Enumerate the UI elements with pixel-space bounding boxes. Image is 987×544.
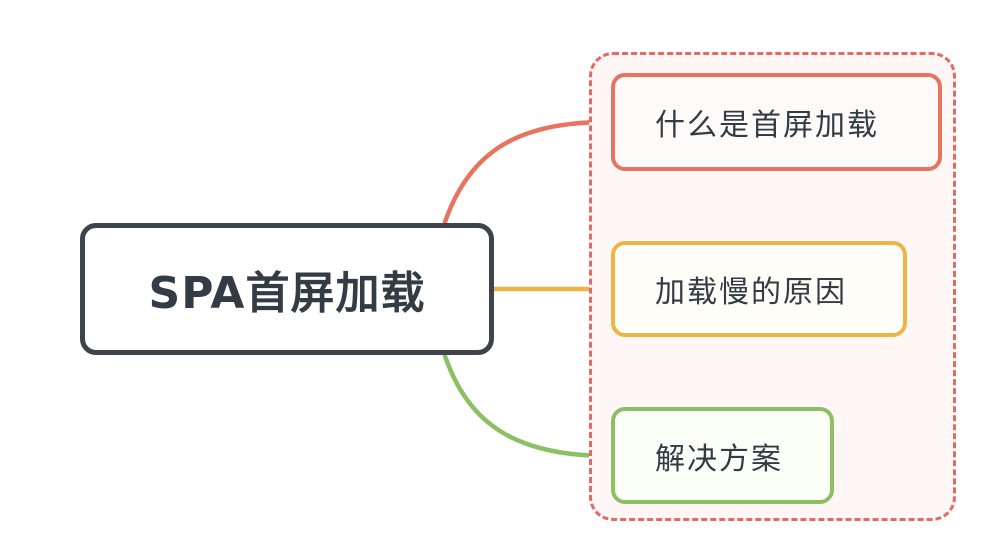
child-node-3-label: 解决方案 bbox=[655, 441, 783, 477]
connector-to-child-1 bbox=[442, 119, 614, 225]
connector-to-child-3 bbox=[442, 353, 614, 459]
child-node-1-label: 什么是首屏加载 bbox=[655, 108, 879, 143]
child-node-3[interactable]: 解决方案 bbox=[611, 407, 834, 504]
root-node-label: SPA首屏加载 bbox=[148, 268, 426, 319]
child-node-2[interactable]: 加载慢的原因 bbox=[611, 241, 907, 337]
root-node[interactable]: SPA首屏加载 bbox=[80, 223, 494, 355]
child-node-2-label: 加载慢的原因 bbox=[655, 275, 847, 310]
child-node-1[interactable]: 什么是首屏加载 bbox=[611, 73, 942, 171]
